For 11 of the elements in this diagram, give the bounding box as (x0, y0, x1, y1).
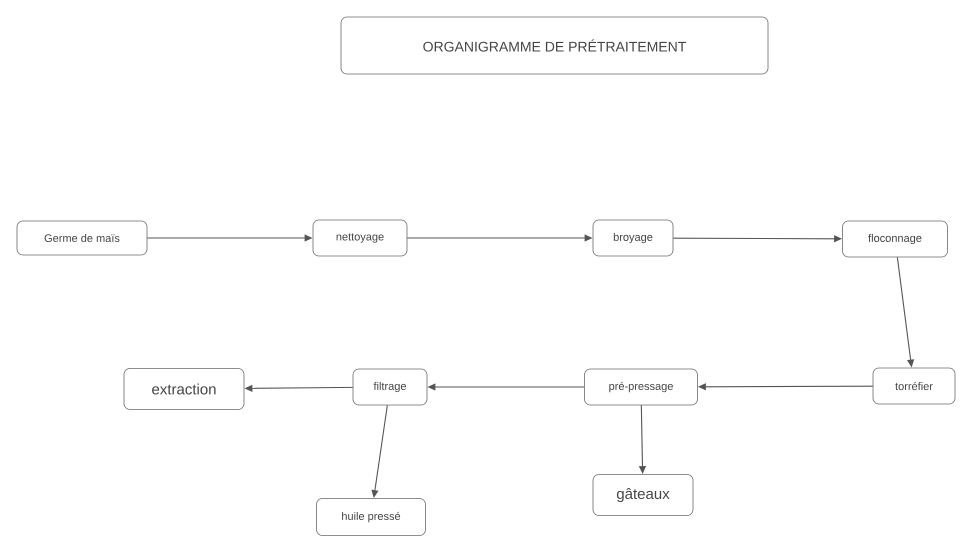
process-box: gâteaux (592, 474, 694, 516)
process-box: floconnage (842, 220, 948, 258)
process-box: broyage (592, 220, 674, 256)
process-box: torréfier (872, 368, 956, 404)
title-box: ORGANIGRAMME DE PRÉTRAITEMENT (340, 16, 768, 74)
process-box: pré-pressage (584, 368, 698, 406)
process-box: huile pressé (316, 498, 426, 536)
process-box: Germe de maïs (16, 220, 148, 256)
process-box: nettoyage (312, 220, 408, 256)
process-box: filtrage (352, 368, 428, 406)
process-box: extraction (124, 368, 244, 410)
